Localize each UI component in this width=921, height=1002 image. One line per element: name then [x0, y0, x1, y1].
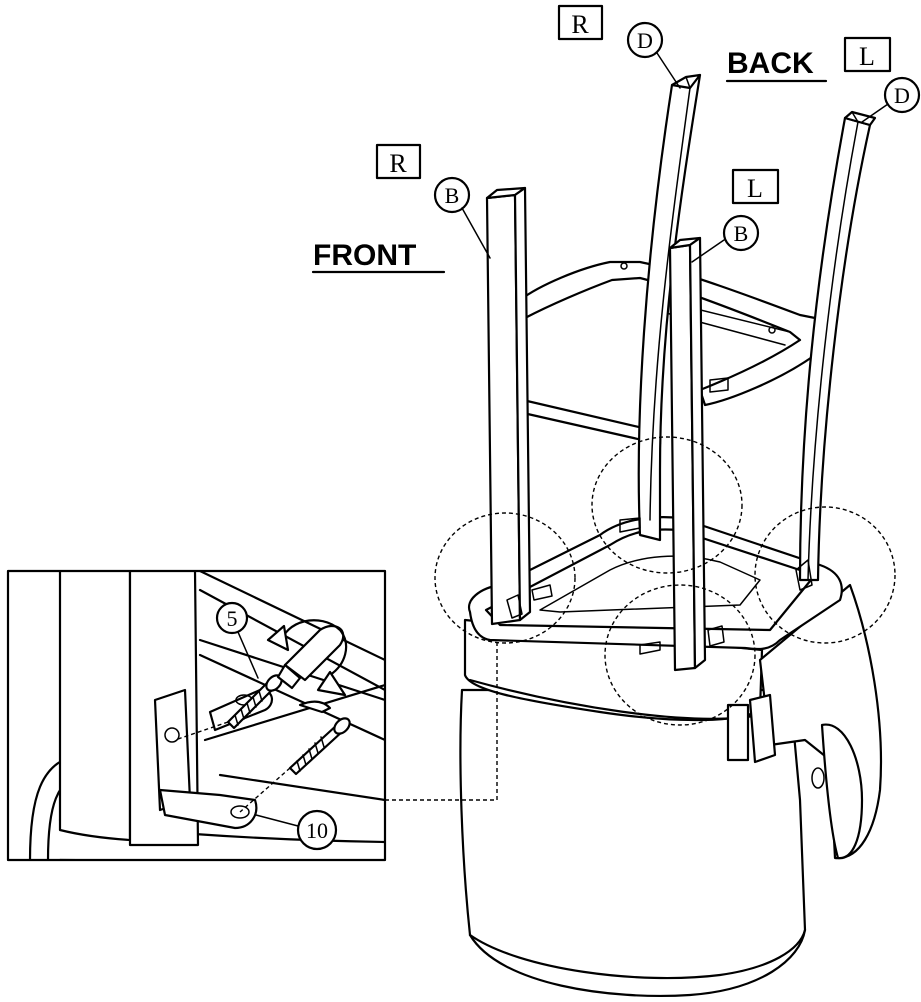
svg-text:L: L — [859, 42, 875, 71]
joint-highlights — [434, 436, 896, 726]
back-left-leg — [795, 110, 877, 591]
label-front-right-leg: R B — [375, 143, 491, 259]
seat-cushion — [459, 688, 807, 998]
label-front-left-leg: L B — [691, 168, 780, 263]
corner-brackets — [531, 377, 729, 655]
svg-text:FRONT: FRONT — [313, 239, 416, 272]
detail-leader-line — [385, 640, 498, 801]
label-back-left-leg: L D — [843, 36, 921, 123]
chair-back-panel — [726, 583, 883, 860]
screw-icon — [288, 717, 351, 776]
callout-bracket: 10 — [255, 809, 338, 851]
label-front-heading: FRONT — [311, 239, 446, 274]
chair-assembly — [385, 73, 896, 998]
detail-inset: 5 10 — [6, 569, 387, 862]
callout-screw: 5 — [215, 601, 259, 679]
svg-text:D: D — [894, 83, 910, 108]
svg-text:B: B — [445, 183, 460, 208]
rotate-arrow-icon — [266, 619, 348, 714]
svg-text:R: R — [571, 10, 589, 39]
svg-text:5: 5 — [227, 606, 238, 631]
screw-icon — [226, 674, 283, 730]
svg-text:B: B — [734, 221, 749, 246]
svg-text:R: R — [389, 149, 407, 178]
svg-text:L: L — [747, 174, 763, 203]
label-back-right-leg: R D — [557, 4, 681, 89]
svg-text:D: D — [637, 28, 653, 53]
front-right-leg — [485, 186, 532, 626]
front-left-leg — [668, 236, 725, 672]
label-back-heading: BACK — [725, 47, 828, 83]
svg-text:BACK: BACK — [727, 47, 814, 80]
svg-text:10: 10 — [306, 818, 328, 843]
back-right-leg — [637, 73, 702, 542]
